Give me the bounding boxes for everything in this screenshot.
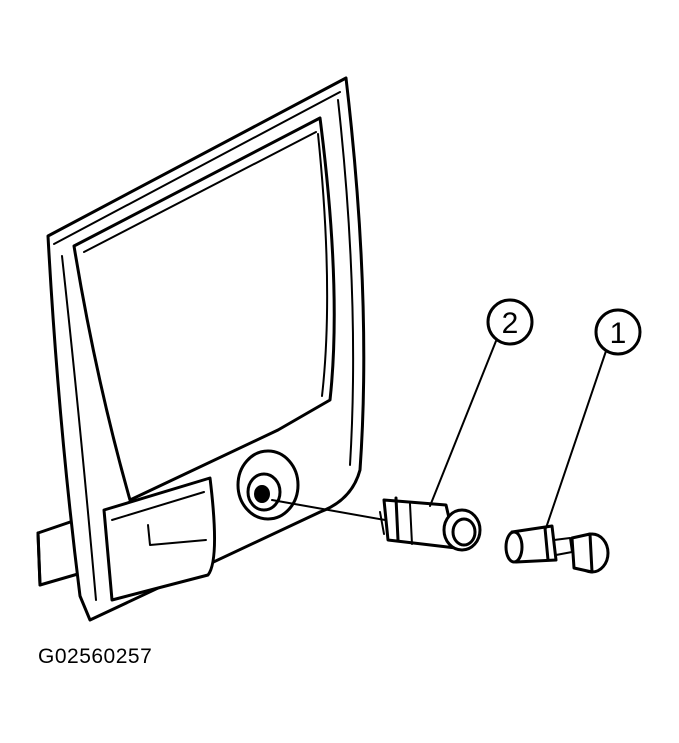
callout-1: 1 — [545, 308, 642, 529]
lower-switch-recess — [102, 476, 217, 602]
socket-sleeve-part-2 — [379, 496, 482, 552]
callout-1-label: 1 — [610, 317, 627, 350]
figure-code-label: G02560257 — [38, 645, 153, 668]
callout-2: 2 — [429, 298, 534, 507]
trim-bezel-panel — [46, 76, 366, 622]
lighter-plug-part-1 — [504, 524, 610, 574]
install-leader-line — [271, 499, 386, 521]
callout-2-label: 2 — [502, 307, 519, 340]
display-opening — [72, 116, 336, 502]
socket-hole — [236, 449, 300, 521]
